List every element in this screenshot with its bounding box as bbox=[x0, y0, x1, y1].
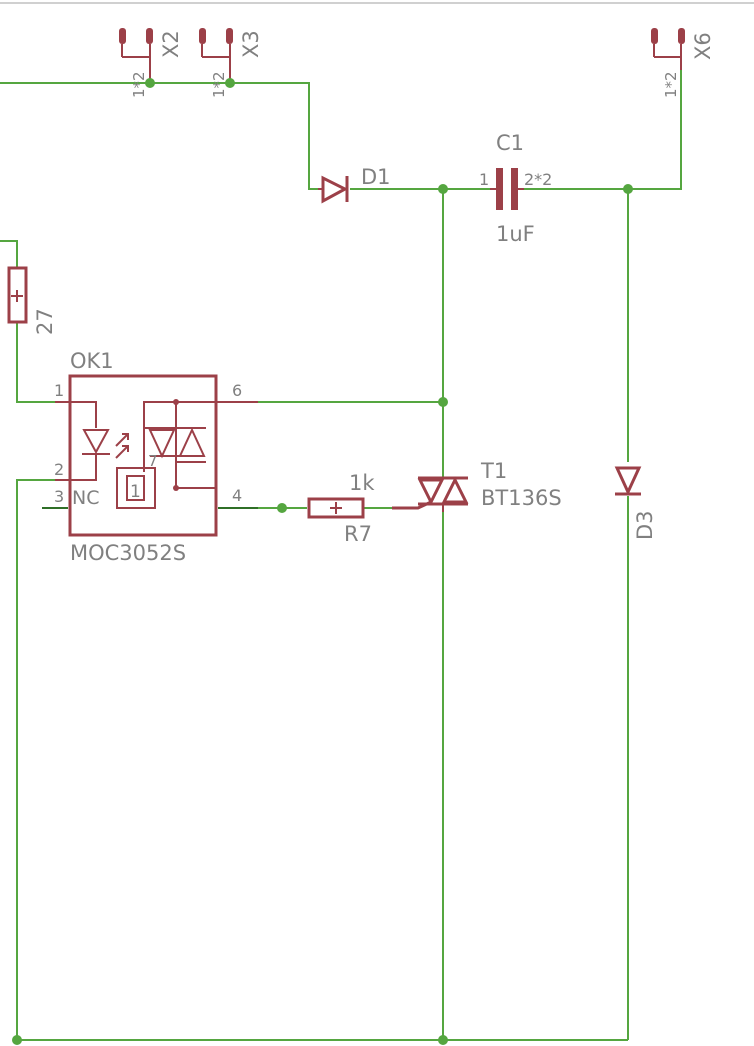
junction-bottom-middle bbox=[438, 1035, 448, 1045]
capacitor-c1: C1 1uF 1 2*2 bbox=[479, 131, 552, 246]
wire-net-ok1-pin2 bbox=[16, 479, 68, 1040]
diode-d1-name: D1 bbox=[361, 165, 391, 189]
optocoupler-ok1: 1 7 OK1 MOC3052S 1 2 3 4 6 NC bbox=[54, 349, 258, 565]
connector-x3-pin-label: 1*2 bbox=[210, 71, 228, 98]
optocoupler-ok1-inner-label: 1 bbox=[130, 482, 141, 502]
connector-x6: X6 1*2 bbox=[651, 28, 715, 98]
junctions bbox=[12, 78, 633, 1045]
junction-x3 bbox=[225, 78, 235, 88]
diode-d3-name: D3 bbox=[633, 510, 657, 540]
capacitor-c1-pin1-label: 1 bbox=[479, 170, 489, 189]
junction-c1-x6 bbox=[623, 184, 633, 194]
junction-bottom-left bbox=[12, 1035, 22, 1045]
optocoupler-ok1-pin1: 1 bbox=[54, 381, 64, 400]
diode-d1: D1 bbox=[318, 165, 391, 204]
wire-net-top-left bbox=[0, 82, 318, 190]
junction-ok1-pin6 bbox=[438, 397, 448, 407]
optocoupler-ok1-pin3: 3 bbox=[54, 487, 64, 506]
junction-x2 bbox=[145, 78, 155, 88]
resistor-r7: 1k R7 bbox=[307, 471, 375, 546]
resistor-left-value: 27 bbox=[33, 308, 57, 335]
connector-x3-name: X3 bbox=[239, 30, 263, 58]
wire-net-ok1-pin1 bbox=[16, 322, 68, 403]
junction-d1-c1 bbox=[438, 184, 448, 194]
optocoupler-ok1-pin4: 4 bbox=[232, 486, 242, 505]
triac-t1-value: BT136S bbox=[481, 486, 562, 510]
triac-t1-name: T1 bbox=[480, 459, 507, 483]
resistor-r7-name: R7 bbox=[344, 522, 372, 546]
optocoupler-ok1-value: MOC3052S bbox=[70, 541, 186, 565]
junction-ok1-pin4 bbox=[277, 503, 287, 513]
connector-x6-name: X6 bbox=[691, 32, 715, 60]
capacitor-c1-value: 1uF bbox=[496, 222, 535, 246]
optocoupler-ok1-nc-label: NC bbox=[72, 487, 99, 509]
triac-t1: T1 BT136S bbox=[392, 459, 562, 512]
connector-x3: X3 1*2 bbox=[199, 28, 263, 98]
connector-x2-pin-label: 1*2 bbox=[130, 71, 148, 98]
wire-net-resistor-top bbox=[0, 240, 18, 268]
wire-net-c1-x6 bbox=[522, 70, 682, 462]
connector-x6-pin-label: 1*2 bbox=[662, 71, 680, 98]
diode-d3: D3 bbox=[614, 466, 657, 540]
capacitor-c1-name: C1 bbox=[496, 131, 524, 155]
capacitor-c1-pin2-label: 2*2 bbox=[524, 170, 552, 189]
resistor-left: 27 bbox=[7, 266, 57, 335]
optocoupler-ok1-pin2: 2 bbox=[54, 460, 64, 479]
optocoupler-ok1-tiny-mark: 7 bbox=[148, 452, 158, 470]
resistor-r7-value: 1k bbox=[349, 471, 375, 495]
optocoupler-ok1-name: OK1 bbox=[70, 349, 114, 373]
connector-x2-name: X2 bbox=[159, 30, 183, 58]
optocoupler-ok1-pin6: 6 bbox=[232, 381, 242, 400]
connector-x2: X2 1*2 bbox=[119, 28, 183, 98]
wire-net-d1-c1 bbox=[350, 188, 490, 478]
